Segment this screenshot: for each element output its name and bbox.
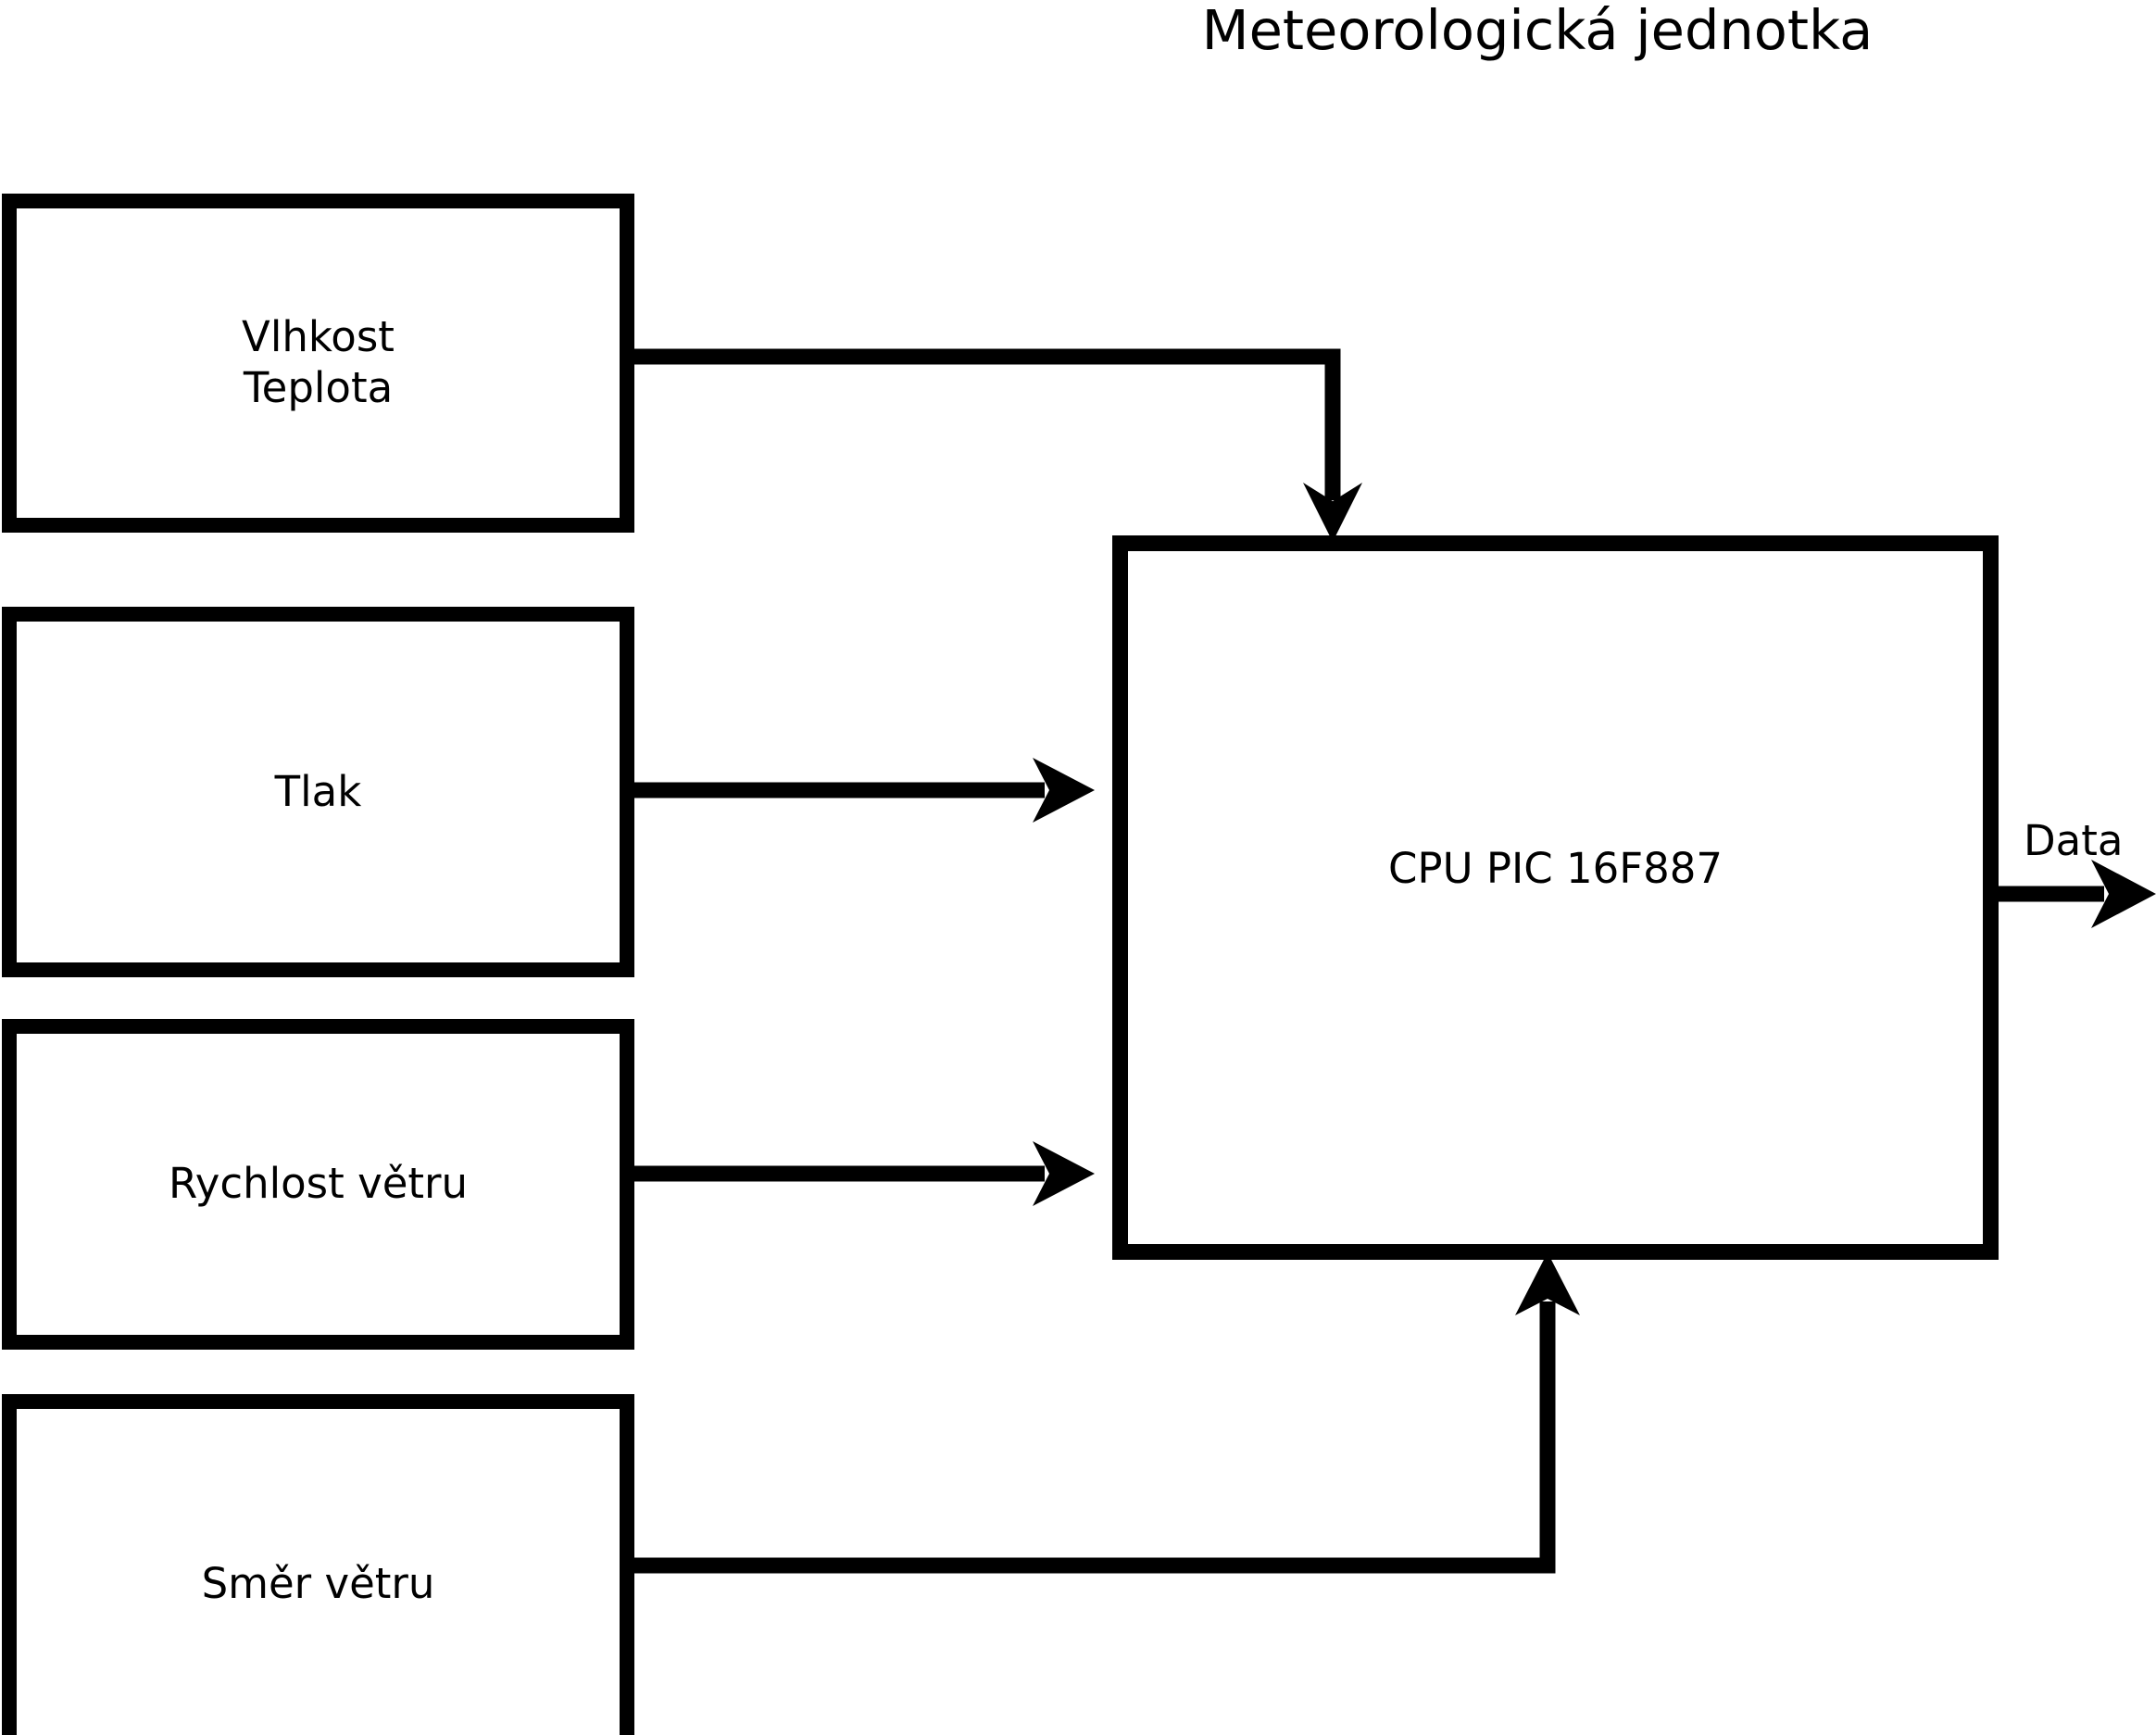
output-label-data: Data [2024, 816, 2124, 865]
block-pressure-label: Tlak [274, 766, 362, 816]
block-pressure[interactable]: Tlak [2, 607, 634, 977]
block-wind-speed-label: Rychlost větru [168, 1159, 469, 1209]
block-cpu[interactable]: CPU PIC 16F887 [1112, 535, 1999, 1260]
block-wind-speed[interactable]: Rychlost větru [2, 1019, 634, 1350]
block-humidity-temperature[interactable]: Vlhkost Teplota [2, 194, 634, 533]
edge-winddir-to-cpu [634, 1252, 1580, 1574]
page-title: Meteorologická jednotka [1201, 0, 1874, 62]
edge-pressure-to-cpu [634, 758, 1095, 823]
block-humidity-temperature-label: Vlhkost Teplota [242, 312, 395, 412]
edge-humidity-to-cpu [634, 348, 1362, 542]
edge-windspeed-to-cpu [634, 1141, 1095, 1206]
block-wind-direction-label: Směr větru [201, 1558, 435, 1608]
block-cpu-label: CPU PIC 16F887 [1388, 844, 1723, 893]
block-wind-direction[interactable]: Směr větru [2, 1394, 634, 1735]
edge-cpu-to-output [1991, 860, 2156, 928]
